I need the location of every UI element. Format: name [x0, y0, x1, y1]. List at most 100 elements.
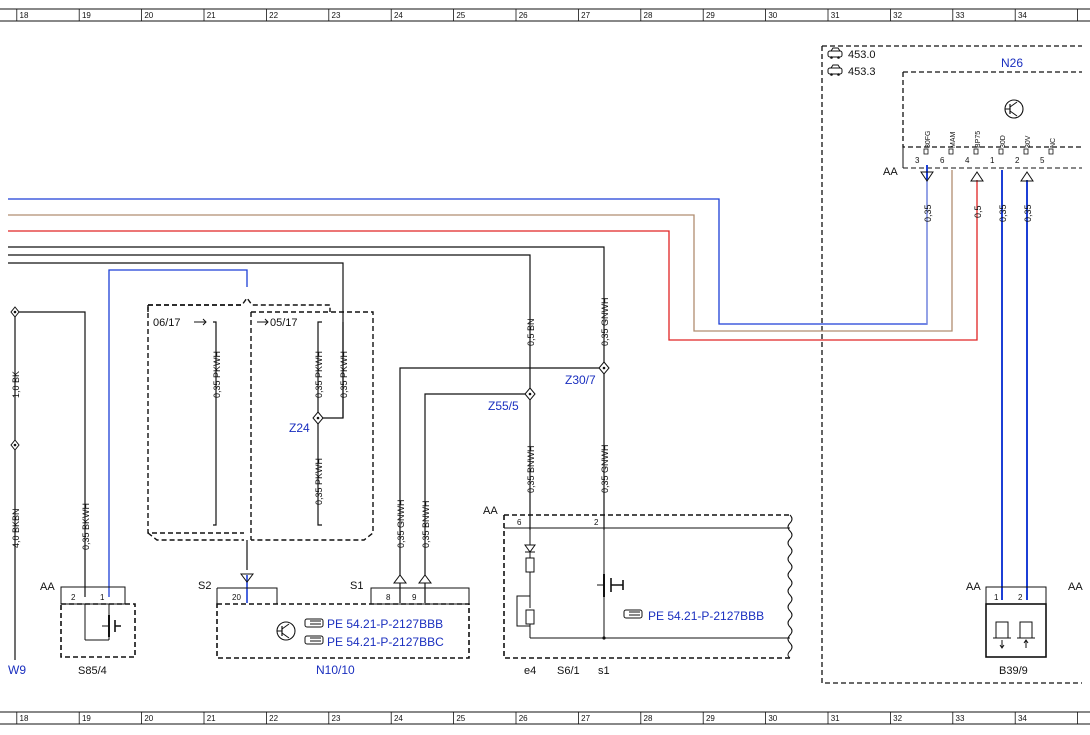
pushbutton-switch-icon	[597, 530, 624, 640]
pushbutton-switch-icon	[84, 604, 121, 641]
pin-number: 8	[386, 593, 391, 602]
signal-arrow-up	[1020, 171, 1034, 182]
n26-pin-contact	[923, 148, 929, 155]
wire-label: 0,35	[1023, 204, 1033, 222]
wire-bnwh[interactable]	[424, 393, 530, 575]
n26-pin-number: 3	[915, 156, 920, 165]
reference-link[interactable]: PE 54.21-P-2127BBB	[327, 617, 443, 631]
splice-label[interactable]: Z30/7	[565, 373, 596, 387]
wire-label: 0,35	[923, 204, 933, 222]
grid-column-number: 21	[207, 714, 216, 723]
w9-label[interactable]: W9	[8, 663, 26, 677]
grid-column-number: 26	[519, 714, 528, 723]
n26-pin-number: 6	[940, 156, 945, 165]
variant-box	[250, 311, 374, 541]
n26-pin-label: 30D	[1000, 135, 1007, 148]
splice-dot	[602, 366, 606, 370]
splice-label[interactable]: Z55/5	[488, 399, 519, 413]
splice-dot	[13, 443, 17, 447]
n26-pin-contact	[948, 148, 954, 155]
s6-1-label[interactable]: S6/1	[557, 665, 580, 677]
s85-4-component[interactable]	[60, 603, 136, 658]
reference-link[interactable]: PE 54.21-P-2127BBB	[648, 609, 764, 623]
n26-label[interactable]: N26	[1001, 56, 1023, 70]
grid-column-number: 31	[831, 11, 840, 20]
transistor-icon	[276, 621, 296, 641]
connector-s2-label: S2	[198, 580, 211, 592]
pin-number: 1	[100, 593, 105, 602]
grid-column-number: 19	[82, 714, 91, 723]
pin-number: 2	[71, 593, 76, 602]
grid-column-number: 30	[768, 714, 777, 723]
grid-column-number: 22	[269, 714, 278, 723]
b39-9-label[interactable]: B39/9	[999, 665, 1028, 677]
wire-blue-s85[interactable]	[108, 269, 248, 597]
wire-label: 4,0 BKBN	[11, 508, 21, 548]
n26-pin-contact	[1023, 148, 1029, 155]
connector-aa-label: AA	[1068, 581, 1083, 593]
grid-column-number: 21	[207, 11, 216, 20]
n26-pin-contact	[1048, 148, 1054, 155]
n10-connector-s2	[217, 587, 278, 604]
s6-1-component[interactable]	[503, 514, 790, 659]
n26-pin-label: 30FG	[925, 130, 932, 148]
wire-black-left[interactable]	[19, 311, 86, 597]
splice-dot	[13, 310, 17, 314]
reference-link[interactable]: PE 54.21-P-2127BBC	[327, 635, 444, 649]
car-icon	[827, 47, 843, 59]
n26-pin-label: 30V	[1025, 135, 1032, 148]
wire-gnwh[interactable]	[399, 367, 604, 575]
wire-label: 0,35 GNWH	[396, 499, 406, 548]
s1-label[interactable]: s1	[598, 665, 610, 677]
wire-pkwh[interactable]	[213, 321, 217, 526]
splice-label[interactable]: Z24	[289, 421, 310, 435]
grid-column-number: 18	[20, 11, 29, 20]
e4-label[interactable]: e4	[524, 665, 536, 677]
wire-black-bus-3[interactable]	[8, 262, 344, 419]
wire-label: 0,35 GNWH	[600, 297, 610, 346]
b39-9-component[interactable]	[985, 603, 1047, 658]
signal-arrow-up	[418, 574, 432, 584]
model-label: 453.0	[848, 49, 876, 61]
wire-brown-bus[interactable]	[8, 170, 953, 332]
wire-black-bus-2[interactable]	[8, 254, 531, 388]
wire-label: 0,35 BKWH	[81, 503, 91, 550]
pin-number: 2	[1018, 593, 1023, 602]
grid-column-number: 18	[20, 714, 29, 723]
n10-10-label[interactable]: N10/10	[316, 663, 355, 677]
wire-label: 0,35 BNWH	[526, 445, 536, 493]
grid-column-number: 33	[956, 714, 965, 723]
wire-label: 0,35 PKWH	[212, 351, 222, 398]
grid-column-number: 20	[144, 11, 153, 20]
wire-black-bus-1[interactable]	[8, 246, 605, 362]
grid-column-number: 34	[1018, 11, 1027, 20]
signal-arrow-up	[970, 171, 984, 182]
grid-column-number: 20	[144, 714, 153, 723]
grid-column-number: 27	[581, 714, 590, 723]
break-line	[787, 514, 793, 659]
wire-label: 0,35 GNWH	[600, 444, 610, 493]
splice-dot	[528, 392, 532, 396]
signal-arrow-up	[393, 574, 407, 584]
variant-label: 05/17	[270, 317, 298, 329]
wire-blue-bus[interactable]	[8, 180, 928, 325]
pin-number: 2	[594, 518, 599, 527]
variant-label: 06/17	[153, 317, 181, 329]
wire-red-bus[interactable]	[8, 180, 978, 341]
n26-pin-label: NC	[1050, 138, 1057, 148]
wire-label: 0,5 BN	[526, 318, 536, 346]
led-resistor-icon	[516, 530, 790, 639]
sensor-icon	[993, 621, 1035, 649]
splice-dot	[316, 416, 320, 420]
grid-column-number: 24	[394, 11, 403, 20]
grid-column-number: 22	[269, 11, 278, 20]
reference-hand-icon	[304, 635, 324, 645]
transistor-icon	[1004, 99, 1024, 119]
grid-column-number: 28	[644, 714, 653, 723]
connector-aa-label: AA	[883, 166, 898, 178]
s85-4-label[interactable]: S85/4	[78, 665, 107, 677]
n10-10-component[interactable]	[216, 603, 470, 659]
wire-label: 1,0 BK	[11, 371, 21, 398]
